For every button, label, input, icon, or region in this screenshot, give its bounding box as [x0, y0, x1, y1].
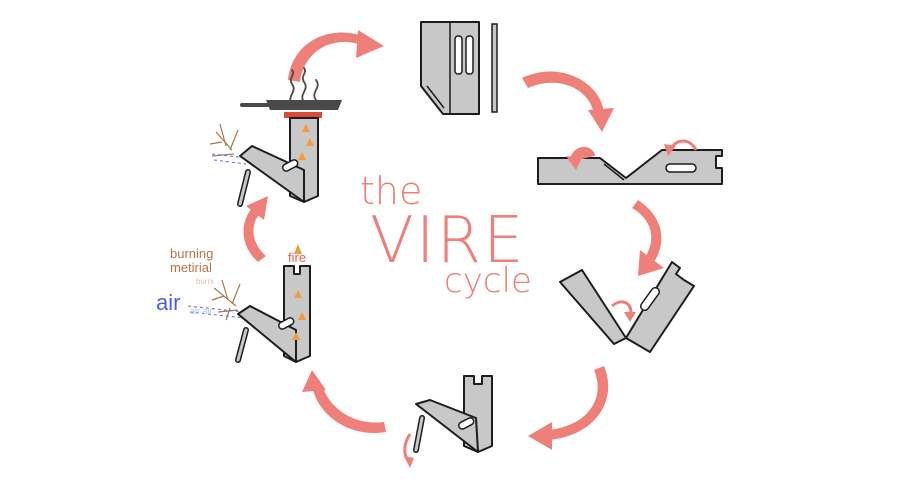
arrow-cooking-to-folded	[288, 30, 384, 82]
arrow-unfolding-to-assembled	[528, 366, 609, 450]
stove-cooking	[209, 67, 342, 207]
twigs-icon	[209, 123, 239, 157]
label-burning-ghost: burni	[196, 277, 214, 286]
title-cycle: cycle	[444, 261, 532, 301]
side-plate	[491, 23, 498, 113]
arrow-assembled-to-burning	[302, 370, 386, 433]
stove-folded	[420, 21, 498, 115]
cycle-arrows	[243, 30, 664, 450]
flame-icon	[292, 244, 306, 340]
arrow-folded-to-flat	[522, 71, 614, 132]
steam-icon	[289, 67, 319, 105]
flame-icon	[298, 124, 314, 160]
twigs-icon	[211, 279, 241, 321]
stove-assembled	[403, 375, 493, 468]
stove-flat	[537, 139, 723, 185]
label-material: metirial	[170, 260, 212, 275]
title-the: the	[360, 169, 422, 213]
stove-unfolding	[559, 261, 695, 353]
arrow-flat-to-unfolding	[632, 200, 664, 276]
frying-pan-icon	[240, 100, 342, 110]
label-burning: burning	[170, 246, 213, 261]
air-flow	[211, 153, 247, 165]
label-air-ghost: air air	[190, 306, 213, 316]
label-fire: fire	[288, 250, 306, 265]
title-vire: VIRE	[370, 204, 526, 278]
stove-burning: burning metirial burni air air air fire	[156, 244, 311, 363]
arrow-burning-to-cooking	[243, 196, 268, 262]
cycle-title: the VIRE cycle	[360, 169, 532, 301]
label-air: air	[156, 290, 180, 315]
